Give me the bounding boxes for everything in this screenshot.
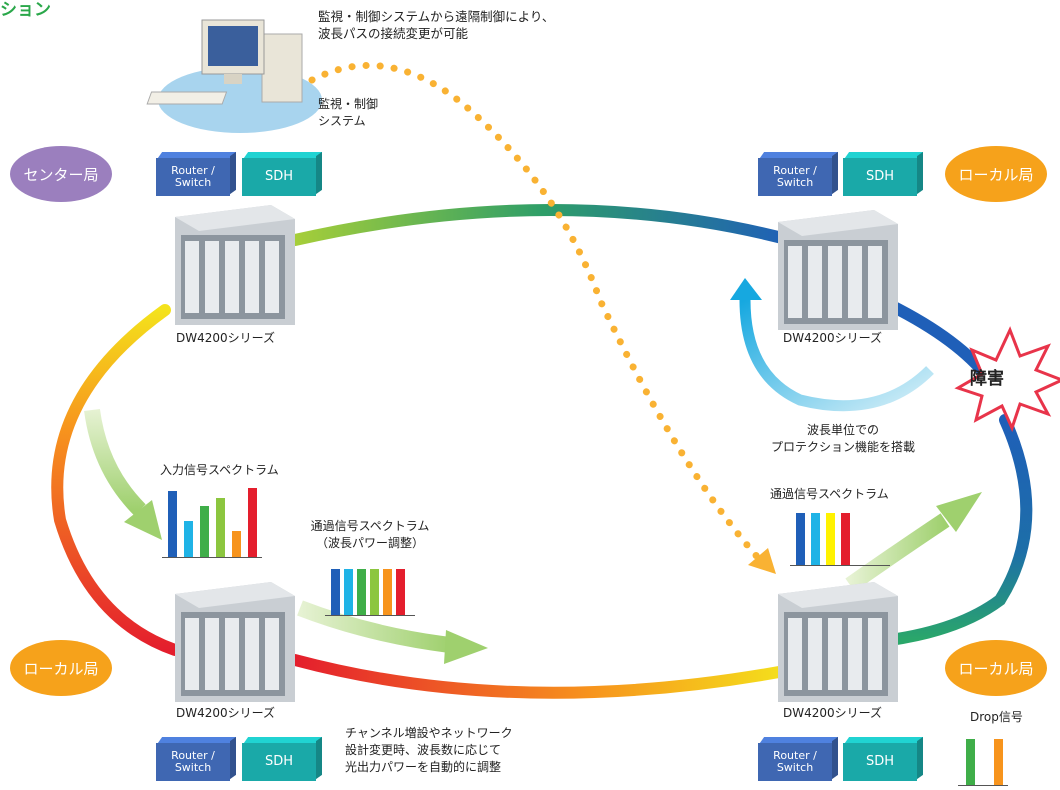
monitor-caption: 監視・制御システムから遠隔制御により、 波長パスの接続変更が可能 [318, 9, 555, 41]
site-local-bottom-left: ローカル局 [10, 640, 112, 696]
spectrum-drop-chart [958, 732, 1008, 786]
spectrum-input-baseline [162, 557, 262, 558]
channel-caption: チャンネル増設やネットワーク 設計変更時、波長数に応じて 光出力パワーを自動的に… [345, 726, 513, 774]
spectrum-drop-bar [966, 739, 975, 785]
flow-arrow-right [845, 513, 950, 592]
dw4200-unit-top-right [778, 210, 898, 330]
protection-arrow-head [730, 278, 762, 300]
site-local-top-right: ローカル局 [945, 146, 1047, 202]
router-switch-box: Router / Switch [758, 158, 832, 196]
spectrum-input-bar [184, 521, 193, 557]
spectrum-passthrough-adjusted-baseline [325, 615, 415, 616]
spectrum-input-chart [162, 480, 262, 558]
dw4200-unit-bottom-right [778, 582, 898, 702]
router-switch-box: Router / Switch [156, 743, 230, 781]
spectrum-passthrough-adjusted-title: 通過信号スペクトラム （波長パワー調整） [310, 519, 430, 550]
spectrum-passthrough-chart [790, 508, 890, 566]
spectrum-passthrough-bar [826, 513, 835, 565]
spectrum-passthrough-adjusted-bar [396, 569, 405, 615]
spectrum-drop-baseline [958, 785, 1008, 786]
flow-arrow-right-head [936, 492, 982, 532]
spectrum-input-bar [216, 498, 225, 557]
sdh-box: SDH [242, 158, 316, 196]
dw4200-unit-bottom-left [175, 582, 295, 702]
fault-burst [954, 326, 1060, 433]
flow-arrow-left-head [124, 500, 162, 540]
ring-segment-top [289, 204, 796, 246]
site-local-bottom-right: ローカル局 [945, 640, 1047, 696]
ring-segment-right [884, 414, 1033, 646]
dw4200-unit-top-left [175, 205, 295, 325]
monitor-tower [261, 33, 303, 103]
spectrum-passthrough-adjusted-bar [383, 569, 392, 615]
spectrum-input-bar [168, 491, 177, 557]
spectrum-passthrough-adjusted-bar [370, 569, 379, 615]
monitor-stand [224, 74, 242, 84]
router-switch-box: Router / Switch [758, 743, 832, 781]
spectrum-input-bar [248, 488, 257, 557]
spectrum-passthrough-bar [841, 513, 850, 565]
spectrum-passthrough-adjusted-bar [344, 569, 353, 615]
dw4200-label: DW4200シリーズ [176, 331, 276, 345]
flow-arrow-left [84, 408, 146, 516]
fault-label: 障害 [970, 369, 1004, 389]
spectrum-passthrough-title: 通過信号スペクトラム [770, 487, 889, 501]
monitor-label: 監視・制御 システム [318, 97, 379, 128]
spectrum-passthrough-adjusted-bar [357, 569, 366, 615]
monitor-keyboard [146, 91, 228, 105]
control-dotted-arrowhead [748, 548, 776, 574]
spectrum-passthrough-baseline [790, 565, 890, 566]
spectrum-drop-title: Drop信号 [970, 710, 1023, 724]
spectrum-input-bar [232, 531, 241, 557]
sdh-box: SDH [843, 158, 917, 196]
spectrum-passthrough-adjusted-chart [325, 560, 415, 616]
dw4200-label: DW4200シリーズ [783, 706, 883, 720]
ring-segment-bottom [289, 654, 796, 699]
sdh-box: SDH [242, 743, 316, 781]
monitor-screen [208, 26, 258, 66]
protection-caption: 波長単位での プロテクション機能を搭載 [770, 423, 915, 454]
dw4200-label: DW4200シリーズ [176, 706, 276, 720]
dw4200-label: DW4200シリーズ [783, 331, 883, 345]
spectrum-passthrough-bar [811, 513, 820, 565]
control-dotted-path [308, 61, 764, 564]
protection-arrow [739, 299, 934, 412]
spectrum-passthrough-adjusted-bar [331, 569, 340, 615]
sdh-box: SDH [843, 743, 917, 781]
spectrum-passthrough-bar [796, 513, 805, 565]
flow-arrow-bottom-head [444, 630, 488, 664]
site-center: センター局 [10, 146, 112, 202]
ring-segment-left [51, 304, 181, 656]
spectrum-input-bar [200, 506, 209, 557]
header-fragment: ション [0, 0, 51, 20]
spectrum-drop-bar [994, 739, 1003, 785]
spectrum-input-title: 入力信号スペクトラム [160, 463, 279, 477]
router-switch-box: Router / Switch [156, 158, 230, 196]
flow-arrow-bottom [297, 600, 451, 653]
